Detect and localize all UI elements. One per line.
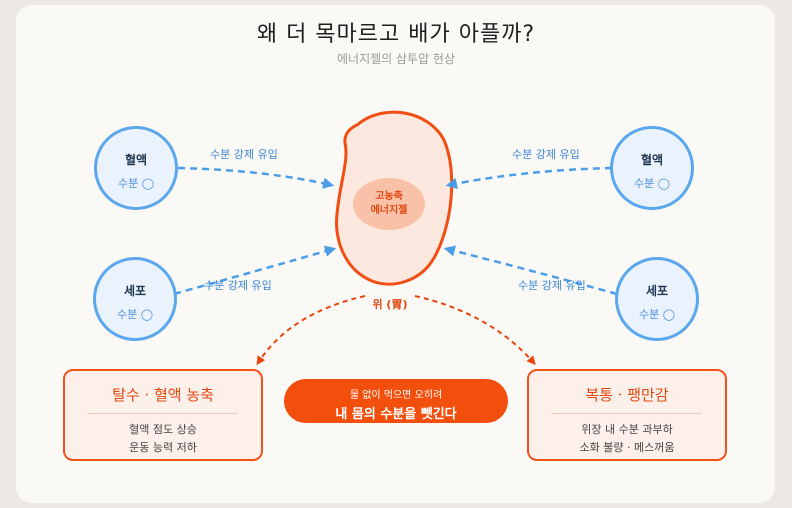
- stomachache-box: 복통 · 팽만감 위장 내 수분 과부하 소화 불량 · 메스꺼움: [527, 369, 727, 461]
- node-sub: 수분 ◯: [117, 177, 155, 190]
- flow-label-bottom-right: 수분 강제 유입: [518, 279, 586, 292]
- box-line: 운동 능력 저하: [129, 441, 197, 454]
- core-line-2: 에너지젤: [370, 205, 408, 216]
- core-line-1: 고농축: [375, 191, 403, 202]
- arrow-cell-right: [443, 245, 618, 296]
- blood-node-right: 혈액 수분 ◯: [610, 126, 694, 210]
- page-subtitle: 에너지젤의 삼투압 현상: [336, 52, 456, 66]
- page-title: 왜 더 목마르고 배가 아플까?: [256, 22, 536, 47]
- box-heading: 복통 · 팽만감: [585, 386, 669, 404]
- pill-big-text: 내 몸의 수분을 뺏긴다: [335, 407, 457, 422]
- node-name: 혈액: [124, 153, 148, 167]
- arrow-blood-left: [177, 166, 335, 189]
- flow-label-bottom-left: 수분 강제 유입: [204, 279, 272, 292]
- node-name: 세포: [123, 284, 147, 298]
- pill-small-text: 물 없이 먹으면 오히려: [349, 390, 443, 401]
- flow-label-top-left: 수분 강제 유입: [210, 148, 278, 161]
- box-divider: [88, 413, 238, 414]
- node-name: 세포: [645, 284, 669, 298]
- node-sub: 수분 ◯: [633, 177, 671, 190]
- gel-core-label: 고농축 에너지젤: [353, 180, 425, 228]
- stomach-label: 위 (胃): [372, 298, 408, 311]
- box-line: 위장 내 수분 과부하: [581, 423, 673, 436]
- arrow-cell-left: [173, 245, 337, 296]
- dehydration-box: 탈수 · 혈액 농축 혈액 점도 상승 운동 능력 저하: [63, 369, 263, 461]
- arrow-to-left-box: [256, 295, 366, 366]
- gel-core: [353, 178, 425, 230]
- cell-node-left: 세포 수분 ◯: [93, 257, 177, 341]
- arrow-blood-right: [445, 166, 613, 189]
- box-divider: [552, 413, 702, 414]
- node-sub: 수분 ◯: [638, 308, 676, 321]
- flow-label-top-right: 수분 강제 유입: [512, 148, 580, 161]
- node-name: 혈액: [640, 153, 664, 167]
- warning-pill: 물 없이 먹으면 오히려 내 몸의 수분을 뺏긴다: [284, 379, 508, 423]
- cell-node-right: 세포 수분 ◯: [615, 257, 699, 341]
- blood-node-left: 혈액 수분 ◯: [94, 126, 178, 210]
- box-line: 혈액 점도 상승: [129, 423, 197, 436]
- box-heading: 탈수 · 혈액 농축: [112, 386, 214, 404]
- node-sub: 수분 ◯: [116, 308, 154, 321]
- arrow-to-right-box: [414, 295, 536, 366]
- box-line: 소화 불량 · 메스꺼움: [579, 441, 675, 454]
